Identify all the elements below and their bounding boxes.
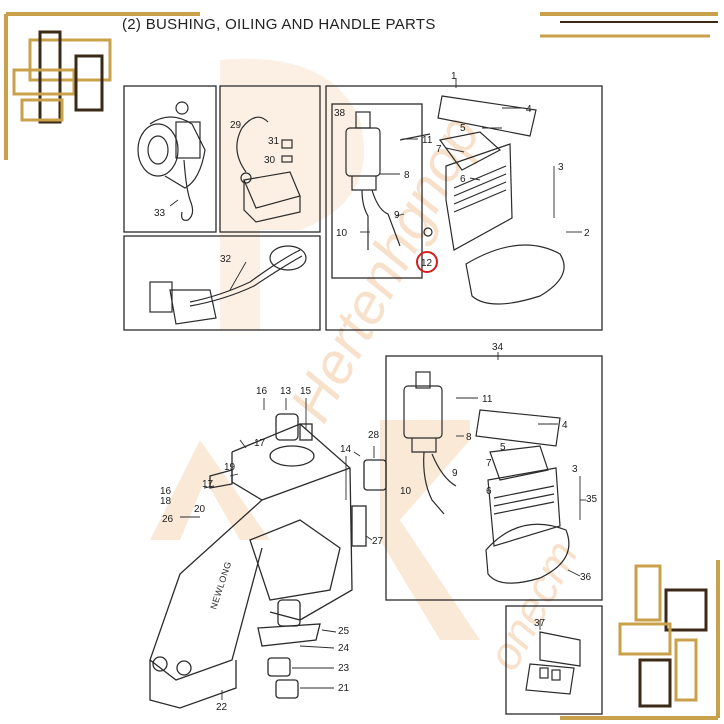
callout-38: 38 bbox=[334, 108, 346, 119]
callout-8: 8 bbox=[404, 170, 410, 181]
callout-23: 23 bbox=[338, 663, 350, 674]
handle-cord-assembly bbox=[149, 245, 307, 325]
main-body-assembly: NEWLONG bbox=[149, 413, 387, 709]
callout-6b: 6 bbox=[486, 486, 492, 497]
panel-tank-inner bbox=[331, 103, 423, 279]
callout-18: 18 bbox=[160, 496, 172, 507]
hanger-assembly bbox=[137, 101, 206, 221]
watermark-text-b: onecm bbox=[477, 532, 588, 678]
callout-16: 16 bbox=[256, 386, 268, 397]
callouts: 1 4 5 7 3 6 2 38 11 8 9 10 12 29 31 30 3… bbox=[154, 71, 598, 713]
callout-30: 30 bbox=[264, 155, 276, 166]
corner-frame-top-right-icon bbox=[540, 12, 718, 38]
highlight-circle-12 bbox=[416, 251, 438, 273]
panel-frames bbox=[123, 85, 603, 715]
callout-25: 25 bbox=[338, 626, 350, 637]
callout-1: 1 bbox=[451, 71, 457, 82]
callout-36: 36 bbox=[580, 572, 592, 583]
callout-9b: 9 bbox=[452, 468, 458, 479]
callout-9: 9 bbox=[394, 210, 400, 221]
svg-text:NEWLONG: NEWLONG bbox=[208, 560, 233, 611]
panel-top-right bbox=[325, 85, 603, 331]
leader-lines bbox=[169, 78, 586, 700]
callout-22: 22 bbox=[216, 702, 228, 713]
callout-10: 10 bbox=[336, 228, 348, 239]
callout-3: 3 bbox=[558, 162, 564, 173]
callout-20: 20 bbox=[194, 504, 206, 515]
callout-17b: 17 bbox=[202, 479, 214, 490]
callout-31: 31 bbox=[268, 136, 280, 147]
callout-14: 14 bbox=[340, 444, 352, 455]
callout-11: 11 bbox=[422, 135, 433, 146]
callout-29: 29 bbox=[230, 120, 242, 131]
callout-7: 7 bbox=[436, 144, 442, 155]
callout-11b: 11 bbox=[482, 394, 493, 405]
page-title: (2) BUSHING, OILING AND HANDLE PARTS bbox=[122, 16, 436, 33]
callout-8b: 8 bbox=[466, 432, 472, 443]
callout-16b: 16 bbox=[160, 486, 172, 497]
callout-28: 28 bbox=[368, 430, 380, 441]
oil-tank-assembly-2 bbox=[403, 371, 570, 584]
callout-33: 33 bbox=[154, 208, 166, 219]
oiler-small-assembly bbox=[236, 116, 301, 223]
callout-34: 34 bbox=[492, 342, 504, 353]
corner-frame-bottom-right-icon bbox=[560, 560, 720, 720]
callout-3b: 3 bbox=[572, 464, 578, 475]
callout-4b: 4 bbox=[562, 420, 568, 431]
callout-5: 5 bbox=[460, 123, 466, 134]
callout-26: 26 bbox=[162, 514, 174, 525]
callout-4: 4 bbox=[526, 104, 532, 115]
callout-17: 17 bbox=[254, 438, 266, 449]
panel-oiler-small bbox=[219, 85, 321, 233]
callout-10b: 10 bbox=[400, 486, 412, 497]
link-assembly-37 bbox=[525, 631, 581, 695]
callout-5b: 5 bbox=[500, 442, 506, 453]
callout-6: 6 bbox=[460, 174, 466, 185]
corner-frame-top-left-icon bbox=[4, 12, 200, 160]
panel-hanger bbox=[123, 85, 217, 233]
panel-handle-cord bbox=[123, 235, 321, 331]
callout-15: 15 bbox=[300, 386, 312, 397]
callout-37: 37 bbox=[534, 618, 546, 629]
callout-21: 21 bbox=[338, 683, 350, 694]
callout-27: 27 bbox=[372, 536, 384, 547]
callout-24: 24 bbox=[338, 643, 350, 654]
callout-19: 19 bbox=[224, 462, 236, 473]
callout-12: 12 bbox=[421, 258, 433, 269]
callout-13: 13 bbox=[280, 386, 292, 397]
callout-7b: 7 bbox=[486, 458, 492, 469]
callout-2: 2 bbox=[584, 228, 590, 239]
panel-bottom-right bbox=[505, 605, 603, 715]
callout-32: 32 bbox=[220, 254, 232, 265]
callout-35: 35 bbox=[586, 494, 598, 505]
